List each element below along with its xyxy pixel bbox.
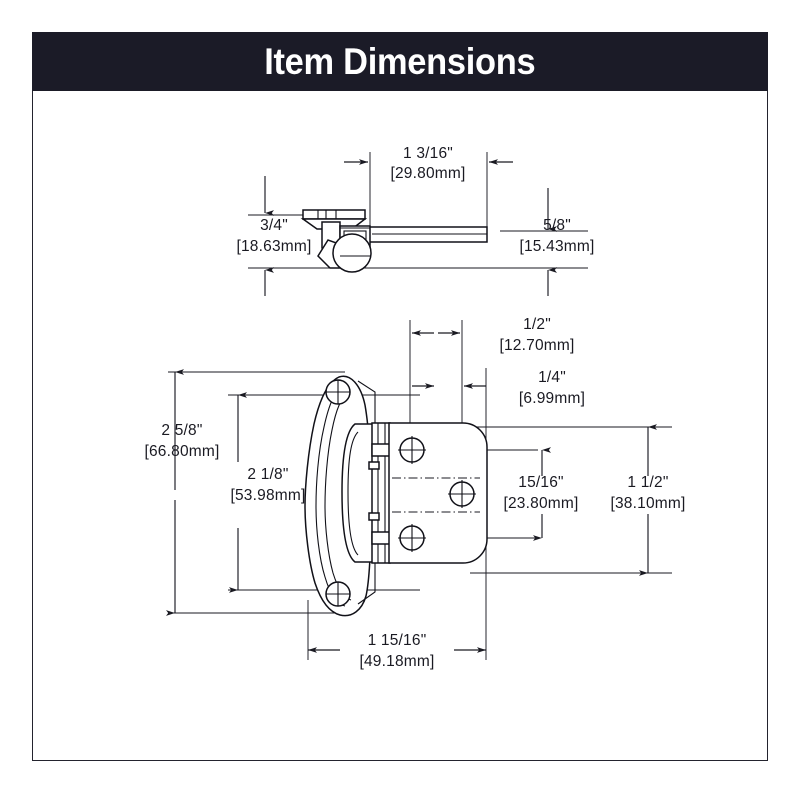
page-title: Item Dimensions xyxy=(264,41,536,82)
header-bar: Item Dimensions xyxy=(32,32,768,91)
drawing-frame xyxy=(32,91,768,761)
